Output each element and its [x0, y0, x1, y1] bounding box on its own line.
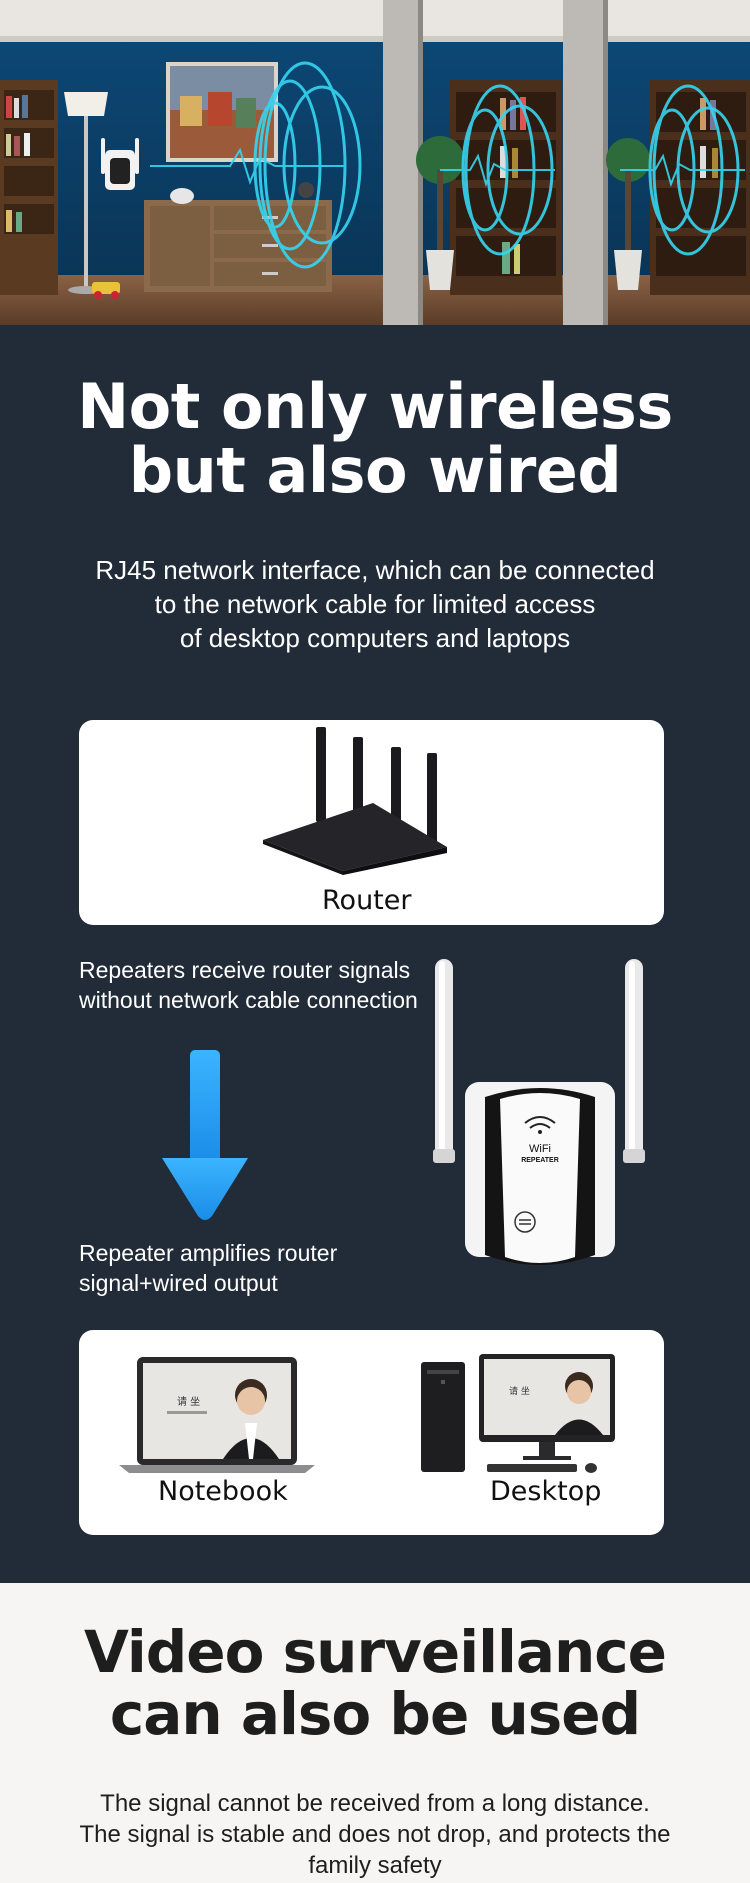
wifi-repeater-image: WiFi REPEATER [433, 959, 645, 1265]
laptop-image: 请 坐 [119, 1357, 315, 1473]
note-top-line2: without network cable connection [79, 987, 418, 1013]
surveillance-subtext: The signal cannot be received from a lon… [25, 1788, 725, 1881]
repeater-wifi-text: WiFi [529, 1143, 551, 1155]
surveillance-headline-line1: Video surveillance [84, 1618, 667, 1686]
surveillance-subtext-line3: family safety [308, 1852, 442, 1879]
repeater-model-text: REPEATER [521, 1157, 559, 1164]
arrow-down-icon [162, 1050, 248, 1220]
surveillance-headline: Video surveillance can also be used [0, 1621, 750, 1745]
note-amplify-signal: Repeater amplifies router signal+wired o… [79, 1238, 337, 1298]
wired-headline-line1: Not only wireless [77, 370, 673, 443]
surveillance-subtext-line1: The signal cannot be received from a lon… [100, 1790, 650, 1817]
notebook-label: Notebook [158, 1476, 288, 1507]
desktop-screen-text: 请 坐 [509, 1385, 530, 1397]
devices-card: 请 坐 Notebook 请 坐 Desktop [79, 1330, 664, 1535]
room-scene-illustration [0, 0, 750, 325]
wired-headline: Not only wireless but also wired [0, 375, 750, 503]
wired-headline-line2: but also wired [128, 434, 622, 507]
wired-subtext-line3: of desktop computers and laptops [179, 623, 571, 653]
hero-room-image [0, 0, 750, 325]
laptop-screen-text: 请 坐 [177, 1395, 200, 1408]
wired-subtext-line2: to the network cable for limited access [154, 589, 596, 619]
surveillance-headline-line2: can also be used [109, 1680, 641, 1748]
note-receive-signals: Repeaters receive router signals without… [79, 955, 418, 1015]
router-label: Router [322, 885, 412, 916]
surveillance-section: Video surveillance can also be used The … [0, 1583, 750, 1883]
desktop-label: Desktop [490, 1476, 602, 1507]
router-icon [263, 727, 447, 875]
note-top-line1: Repeaters receive router signals [79, 957, 411, 983]
wired-section: Not only wireless but also wired RJ45 ne… [0, 325, 750, 1583]
surveillance-subtext-line2: The signal is stable and does not drop, … [79, 1821, 671, 1848]
desktop-computer-image: 请 坐 [421, 1354, 615, 1473]
note-bottom-line2: signal+wired output [79, 1270, 278, 1296]
wired-subtext: RJ45 network interface, which can be con… [50, 553, 700, 655]
wired-subtext-line1: RJ45 network interface, which can be con… [95, 555, 655, 585]
router-card: Router [79, 720, 664, 925]
note-bottom-line1: Repeater amplifies router [79, 1240, 338, 1266]
